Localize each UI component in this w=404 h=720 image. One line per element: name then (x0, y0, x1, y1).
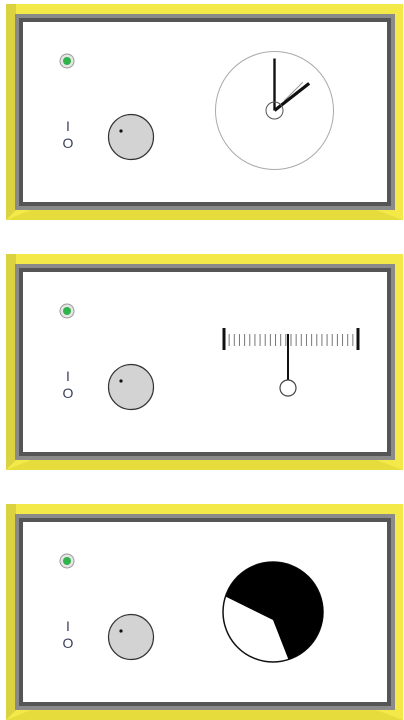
power-switch-on-label[interactable]: I (61, 619, 75, 633)
power-switch-off-label[interactable]: O (61, 636, 75, 650)
panel-frame (6, 504, 403, 720)
pie-panel: I O (6, 504, 403, 720)
panel-frame (6, 4, 403, 220)
status-led (59, 553, 75, 569)
status-led (59, 53, 75, 69)
analog-clock (212, 48, 337, 173)
linear-meter (218, 324, 364, 404)
pie-gauge (221, 560, 325, 664)
power-switch-on-label[interactable]: I (61, 119, 75, 133)
status-led (59, 303, 75, 319)
control-knob[interactable] (106, 112, 156, 162)
power-switch-off-label[interactable]: O (61, 386, 75, 400)
meter-panel: I O (6, 254, 403, 470)
control-knob[interactable] (106, 362, 156, 412)
meter-scale (224, 328, 358, 350)
meter-pivot (280, 380, 296, 396)
power-switch-on-label[interactable]: I (61, 369, 75, 383)
clock-panel: I O (6, 4, 403, 220)
control-knob[interactable] (106, 612, 156, 662)
power-switch-off-label[interactable]: O (61, 136, 75, 150)
